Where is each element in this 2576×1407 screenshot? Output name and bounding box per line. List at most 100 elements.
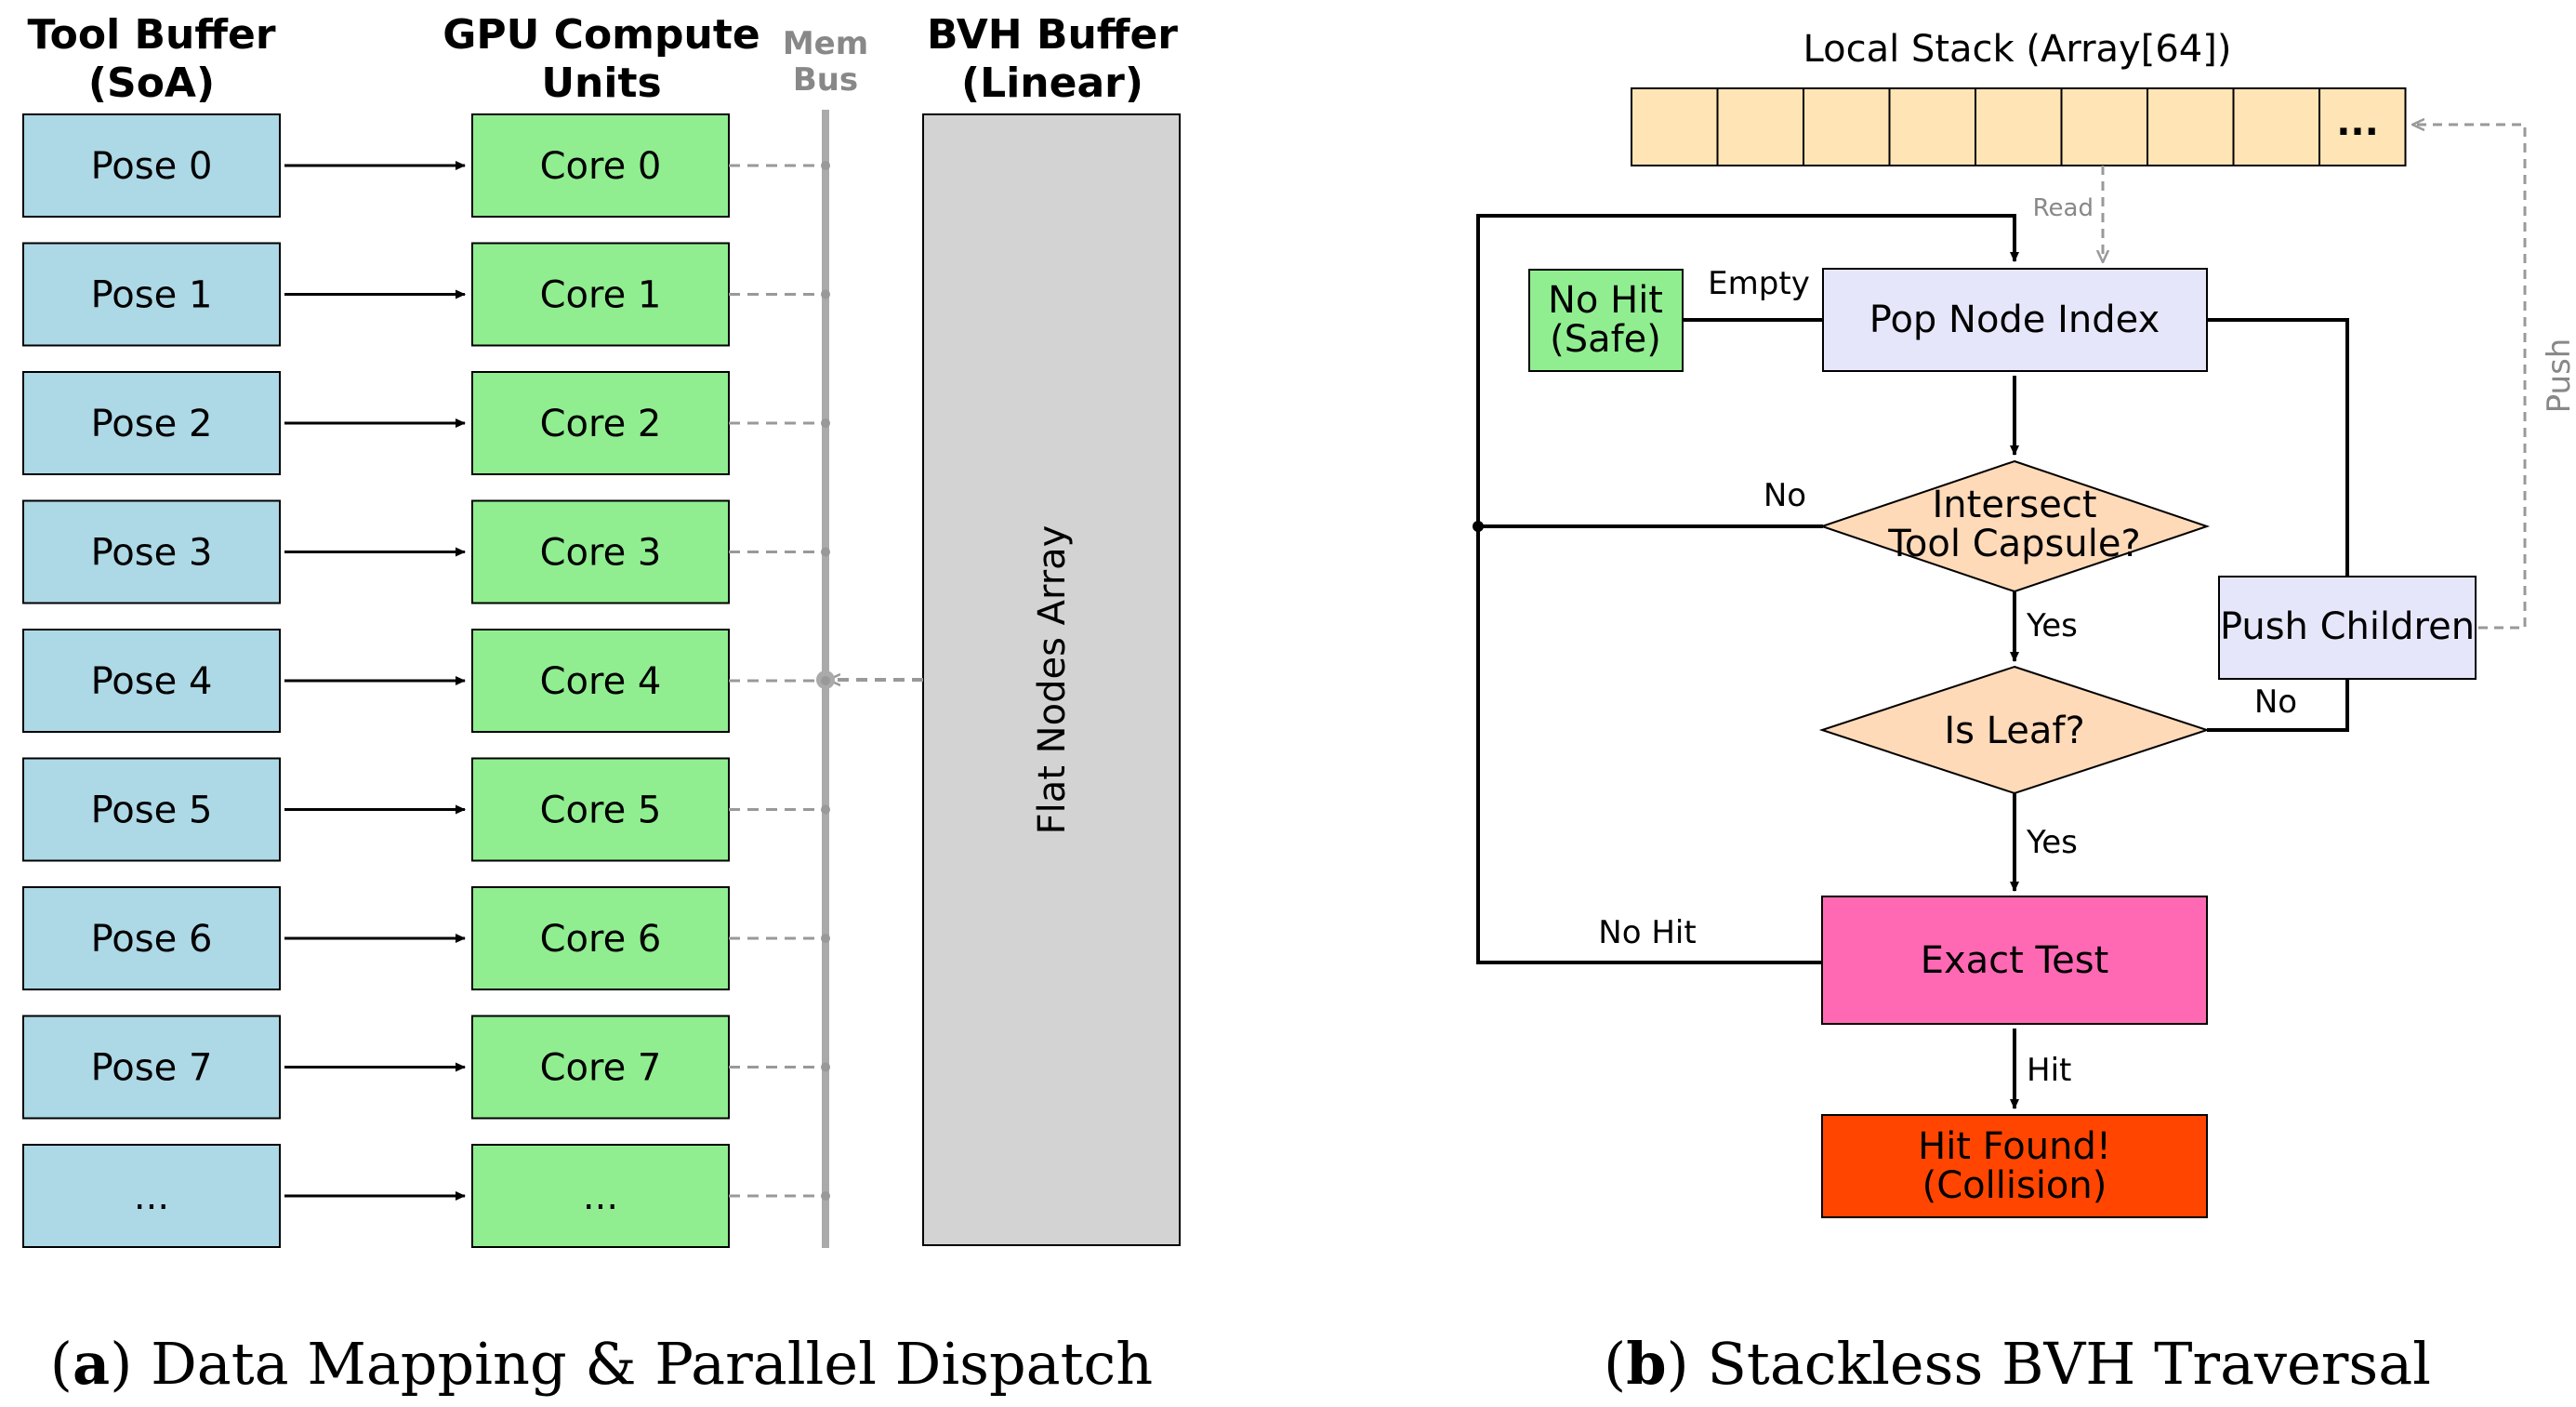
stack-ellipsis: ...	[2336, 101, 2379, 144]
caption-a-text: Data Mapping & Parallel Dispatch	[132, 1330, 1153, 1398]
bus-tap-dot	[821, 934, 830, 943]
stack-title: Local Stack (Array[64])	[1803, 28, 2232, 71]
pose-box	[22, 242, 281, 347]
exact-test-box	[1821, 896, 2208, 1025]
push-children-label: Push Children	[2220, 605, 2475, 648]
core-label: ...	[583, 1175, 618, 1218]
no-hit-safe-box	[1528, 269, 1684, 372]
bvh-buffer-box	[922, 113, 1181, 1246]
pose-box	[22, 629, 281, 733]
intersect-line2: Tool Capsule?	[1887, 523, 2140, 565]
core-label: Core 1	[540, 274, 662, 317]
pop-node-label: Pop Node Index	[1869, 299, 2160, 341]
no-hit-safe-line2: (Safe)	[1550, 318, 1661, 361]
hit-found-line1: Hit Found!	[1918, 1125, 2111, 1168]
caption-b-text: Stackless BVH Traversal	[1689, 1330, 2431, 1398]
pose-label: Pose 3	[91, 532, 213, 575]
bus-tap-dot	[821, 804, 830, 815]
loop-back-line	[1476, 214, 2019, 964]
pose-box	[22, 113, 281, 218]
gpu-units-header-line2: Units	[541, 60, 661, 107]
no-hit-label: No Hit	[1598, 914, 1696, 951]
bus-tap-dot	[821, 1191, 830, 1201]
core-box	[471, 1144, 730, 1248]
core-label: Core 2	[540, 403, 662, 445]
core-label: Core 3	[540, 532, 662, 575]
stack-cell	[1631, 87, 1719, 166]
read-label: Read	[2033, 194, 2094, 222]
pose-label: Pose 0	[91, 145, 213, 188]
pose-label: Pose 6	[91, 918, 213, 961]
flat-nodes-label: Flat Nodes Array	[1031, 525, 1074, 835]
bvh-buffer-header-line1: BVH Buffer	[927, 11, 1178, 59]
yes-label-1: Yes	[2026, 607, 2078, 644]
pose-label: Pose 7	[91, 1047, 213, 1090]
core-label: Core 6	[540, 918, 662, 961]
yes-label-2: Yes	[2026, 824, 2078, 861]
push-arrow	[2413, 125, 2527, 630]
core-box	[471, 1015, 730, 1120]
core-label: Core 5	[540, 790, 662, 832]
stack-cell	[1975, 87, 2063, 166]
mem-bus-header-line2: Bus	[793, 61, 858, 99]
gpu-units-header-line1: GPU Compute	[443, 11, 760, 59]
intersect-line1: Intersect	[1932, 484, 2096, 526]
core-box	[471, 113, 730, 218]
empty-label: Empty	[1708, 265, 1810, 302]
tool-buffer-header-line2: (SoA)	[88, 60, 215, 107]
stack-cell	[2318, 87, 2407, 166]
no-label-2: No	[2254, 684, 2297, 721]
core-label: Core 7	[540, 1047, 662, 1090]
push-children-box	[2218, 576, 2477, 680]
stack-cell	[2060, 87, 2148, 166]
bus-tap-dot	[821, 1062, 830, 1072]
left-panel: Tool Buffer (SoA) GPU Compute Units Mem …	[22, 11, 1181, 1398]
leaf-no-line	[2207, 680, 2349, 732]
no-hit-safe-line1: No Hit	[1548, 279, 1663, 322]
bus-tap-dot	[821, 161, 830, 170]
stack-cell	[2232, 87, 2320, 166]
local-stack	[1631, 87, 2407, 166]
pose-box	[22, 886, 281, 990]
core-box	[471, 629, 730, 733]
pose-label: Pose 1	[91, 274, 213, 317]
loop-junction-dot	[1473, 521, 1484, 532]
hit-label: Hit	[2027, 1052, 2071, 1089]
caption-a-letter: a	[73, 1330, 110, 1398]
bus-tap-dot	[821, 676, 830, 685]
exact-test-label: Exact Test	[1921, 939, 2109, 982]
stack-cell	[1803, 87, 1891, 166]
bus-tap-dot	[821, 289, 830, 299]
no-label-1: No	[1764, 477, 1806, 514]
pose-label: Pose 5	[91, 790, 213, 832]
pose-label: Pose 4	[91, 660, 213, 703]
core-label: Core 4	[540, 660, 662, 703]
stack-cell	[2147, 87, 2235, 166]
pose-box	[22, 1144, 281, 1248]
pose-label: Pose 2	[91, 403, 213, 445]
mem-bus-header-line1: Mem	[783, 25, 868, 62]
caption-a: (a) Data Mapping & Parallel Dispatch	[50, 1330, 1153, 1398]
hit-found-box	[1821, 1114, 2208, 1218]
caption-b: (b) Stackless BVH Traversal	[1604, 1330, 2431, 1398]
push-label: Push	[2541, 338, 2576, 414]
core-box	[471, 371, 730, 475]
pose-box	[22, 757, 281, 862]
right-panel: Local Stack (Array[64]) ... Read Push No…	[1473, 28, 2576, 1398]
core-box	[471, 242, 730, 347]
bus-tap-dot	[821, 547, 830, 557]
tool-buffer-header-line1: Tool Buffer	[27, 11, 275, 59]
pose-box	[22, 499, 281, 604]
pop-node-box	[1822, 268, 2208, 372]
core-box	[471, 886, 730, 990]
bus-tap-dot	[821, 418, 830, 428]
core-box	[471, 499, 730, 604]
caption-b-letter: b	[1626, 1330, 1666, 1398]
stack-cell	[1888, 87, 1976, 166]
pose-label: ...	[134, 1175, 169, 1218]
hit-found-line2: (Collision)	[1922, 1164, 2107, 1207]
push-to-pop-line	[2207, 318, 2349, 577]
stack-cell	[1716, 87, 1804, 166]
